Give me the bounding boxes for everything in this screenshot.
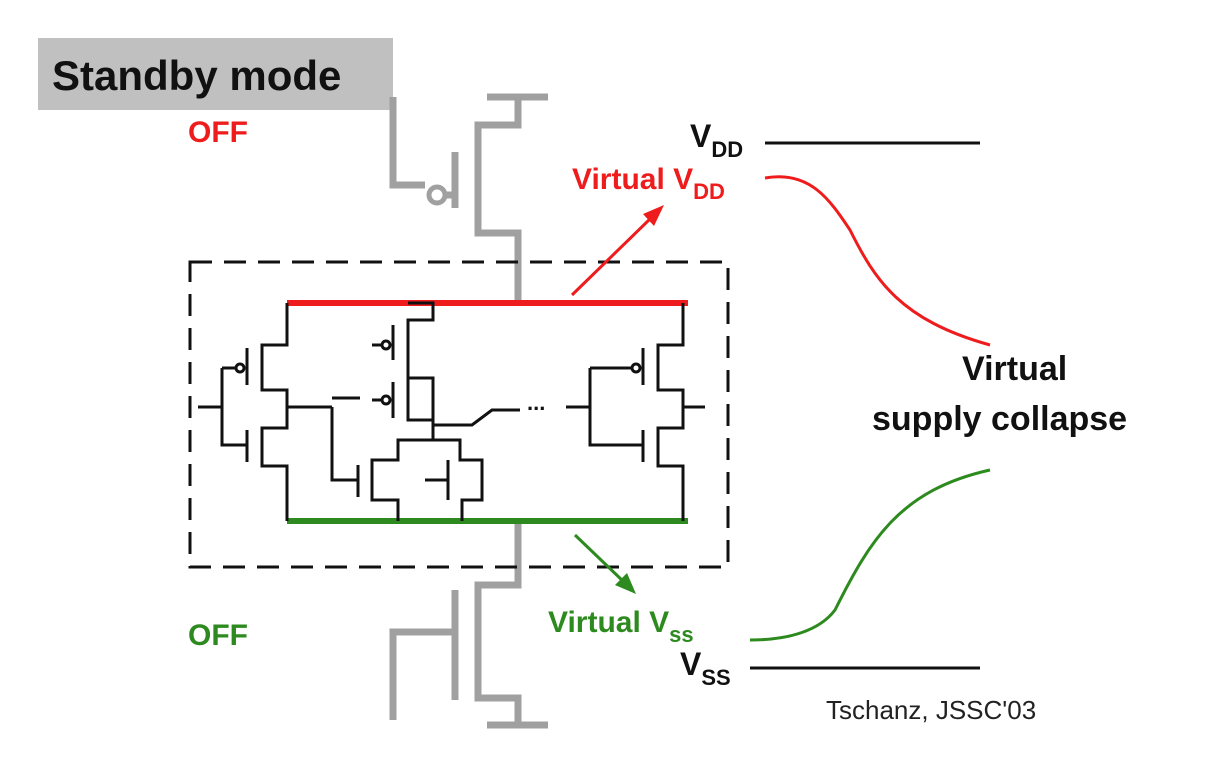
vss-label: VSS [680,646,731,690]
title-background [38,38,393,110]
collapse-label-line1: Virtual [962,350,1068,388]
ellipsis-label: ... [527,390,546,415]
collapse-label-line2: supply collapse [872,400,1128,438]
virtual-vss-arrow [573,533,636,594]
virtual-vss-label: Virtual Vss [548,606,694,647]
virtual-vdd-arrow [570,205,664,297]
header-off-label: OFF [188,116,248,149]
footer-nmos-transistor [389,520,548,729]
logic-block-boundary [188,260,730,569]
diagram-title: Standby mode [52,52,342,99]
logic-gates [198,301,705,521]
header-pmos-transistor [389,93,548,305]
vdd-label: VDD [690,118,744,162]
footer-off-label: OFF [188,619,248,652]
virtual-vdd-collapse-curve [764,175,991,347]
citation-credit: Tschanz, JSSC'03 [826,695,1037,725]
virtual-vdd-label: Virtual VDD [572,163,725,204]
virtual-vss-collapse-curve [749,468,991,642]
